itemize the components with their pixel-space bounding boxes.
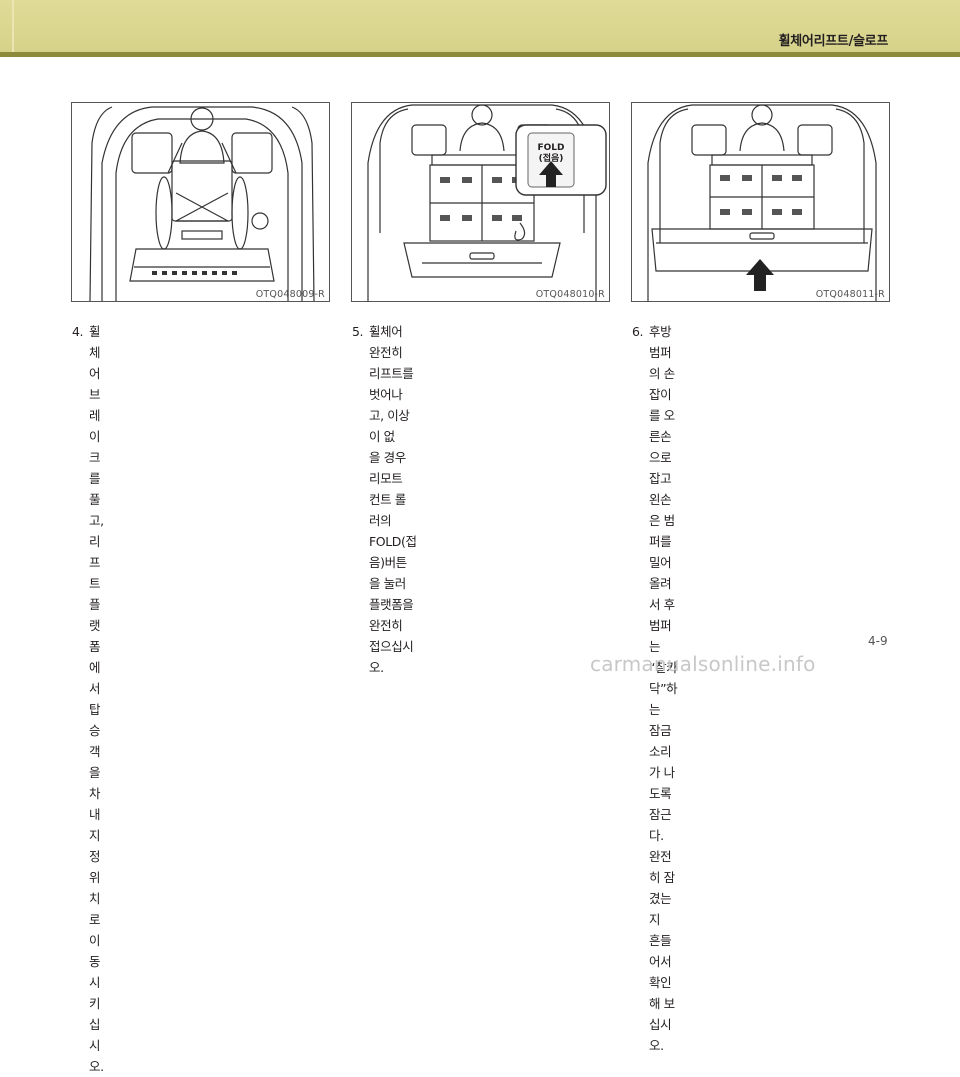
step-number: 5.	[352, 324, 364, 339]
van-folded-platform-illustration	[367, 104, 607, 301]
step-line: 을 눌러 플랫폼을 완전히 접으십시오.	[369, 576, 414, 675]
header-tab-marker	[12, 0, 14, 52]
fold-button-label: FOLD (접음)	[528, 143, 574, 165]
step-text: 휠체어 브레이크를 풀고, 리프트 플랫폼에서 탑승객을 차내 지정위치로 이동…	[89, 321, 104, 1077]
step-line: 은 범퍼를 밀어올려서 후범퍼는 “찰카닥”하는	[649, 513, 678, 717]
figure-code: OTQ048009-R	[255, 289, 325, 300]
step-line: 탑승객을 차내 지정위치로 이동시키십시오.	[89, 702, 104, 1074]
step-line: 잠금소리가 나도록 잠근다. 완전히 잠겼는지	[649, 723, 675, 927]
figure-code: OTQ048010-R	[535, 289, 605, 300]
figure-platform-fold: FOLD (접음) OTQ048010-R	[351, 102, 610, 302]
header-band-light	[0, 0, 960, 52]
step-line: 을 경우 리모트 컨트 롤러의 FOLD(접음)버튼	[369, 450, 417, 570]
step-line: 후방 범퍼의 손잡이를 오른손으로 잡고 왼손	[649, 324, 675, 507]
fold-label-ko: (접음)	[538, 154, 564, 164]
van-rear-lift-illustration	[89, 106, 315, 301]
step-line: 휠체어 브레이크를 풀고, 리프트 플랫폼에서	[89, 324, 104, 696]
fold-label-en: FOLD	[537, 143, 565, 153]
step-text: 휠체어 완전히 리프트를 벗어나고, 이상이 없 을 경우 리모트 컨트 롤러의…	[369, 321, 417, 678]
figure-bumper-lock: OTQ048011-R	[631, 102, 890, 302]
watermark: carmanualsonline.info	[590, 652, 816, 676]
step-number: 6.	[632, 324, 644, 339]
page-number: 4-9	[868, 634, 888, 648]
section-title: 휠체어리프트/슬로프	[778, 34, 889, 49]
step-line: 휠체어 완전히 리프트를 벗어나고, 이상이 없	[369, 324, 414, 444]
step-text: 후방 범퍼의 손잡이를 오른손으로 잡고 왼손 은 범퍼를 밀어올려서 후범퍼는…	[649, 321, 678, 1056]
step-line: 흔들어서 확인해 보십시오.	[649, 933, 675, 1053]
header-rule	[0, 52, 960, 57]
figure-code: OTQ048011-R	[815, 289, 885, 300]
van-rear-bumper-illustration	[647, 104, 877, 301]
figure-wheelchair-on-lift: OTQ048009-R	[71, 102, 330, 302]
step-number: 4.	[72, 324, 84, 339]
